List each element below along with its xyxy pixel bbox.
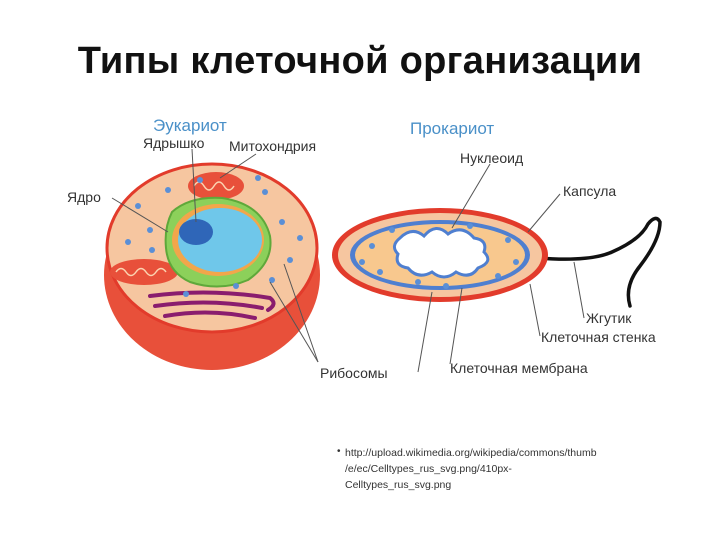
label-mitochondria: Митохондрия [229,138,316,154]
nucleolus-shape [179,219,213,245]
source-line-3: Celltypes_rus_svg.png [345,479,452,491]
eukaryote-heading: Эукариот [153,116,227,135]
label-cell-wall: Клеточная стенка [541,329,656,345]
nucleoid-shape [393,227,490,279]
flagellum-shape [536,216,662,308]
source-line-1: http://upload.wikimedia.org/wikipedia/co… [345,447,597,459]
label-capsule: Капсула [563,183,616,199]
mitochondria-top [188,172,244,200]
label-nucleolus: Ядрышко [143,135,205,151]
golgi-apparatus [148,290,276,320]
source-bullet: • [337,446,341,457]
source-citation: http://upload.wikimedia.org/wikipedia/co… [345,445,705,493]
label-ribosomes: Рибосомы [320,365,388,381]
label-flagellum: Жгутик [586,310,632,326]
prokaryote-ribosomes [359,223,519,289]
mitochondria-left [110,259,178,285]
eukaryote-cell [104,162,320,370]
slide-title: Типы клеточной организации [77,40,643,82]
prokaryote-heading: Прокариот [410,119,494,138]
label-nucleoid: Нуклеоид [460,150,523,166]
label-cell-membrane: Клеточная мембрана [450,360,588,376]
prokaryote-cell [332,208,662,308]
leader-lines [111,148,585,373]
label-nucleus: Ядро [67,189,101,205]
source-line-2: /e/ec/Celltypes_rus_svg.png/410px- [345,463,512,475]
eukaryote-ribosomes [125,175,303,297]
